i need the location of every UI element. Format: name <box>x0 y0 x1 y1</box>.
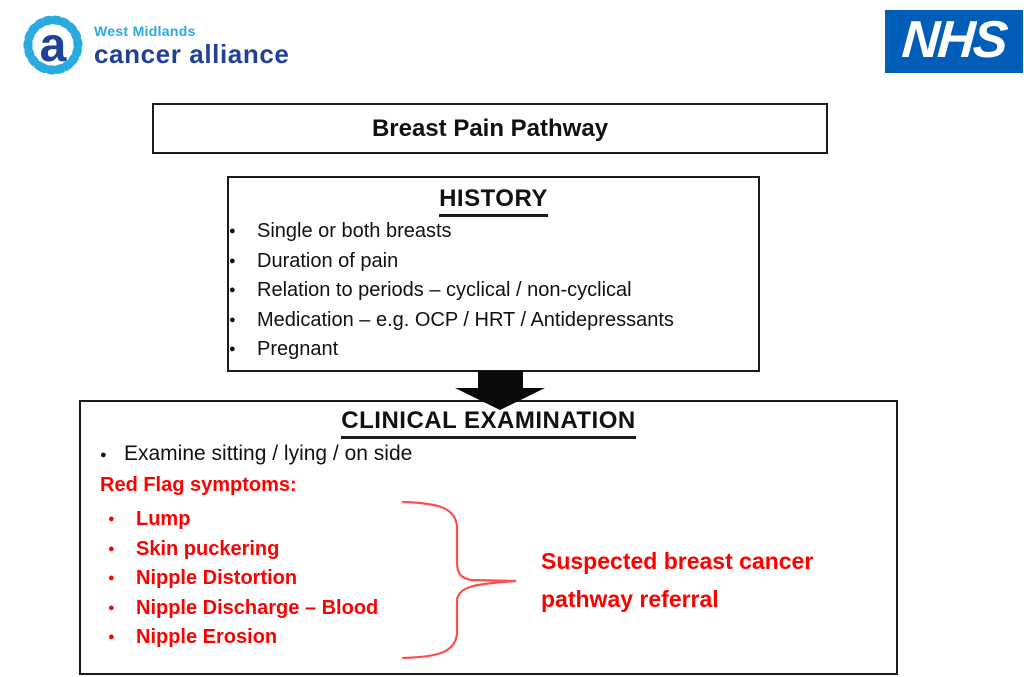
down-arrow-icon <box>455 371 545 410</box>
red-flag-item: Nipple Discharge – Blood <box>108 594 378 624</box>
examine-bullet-item: Examine sitting / lying / on side <box>100 442 412 467</box>
red-flag-list: Lump Skin puckering Nipple Distortion Ni… <box>108 505 378 653</box>
history-bullet-item: Duration of pain <box>229 247 758 277</box>
history-heading-row: HISTORY <box>229 185 758 217</box>
svg-text:a: a <box>40 19 67 72</box>
red-flag-symptoms-label: Red Flag symptoms: <box>100 474 297 496</box>
referral-note-line1: Suspected breast cancer <box>541 548 814 574</box>
clinical-heading-row: CLINICAL EXAMINATION <box>81 407 896 439</box>
logo-wordmark: West Midlands cancer alliance <box>94 24 289 67</box>
referral-note: Suspected breast cancer pathway referral <box>541 542 813 618</box>
red-flag-item: Nipple Distortion <box>108 564 378 594</box>
logo-cancer-alliance-text: cancer alliance <box>94 38 290 69</box>
history-box: HISTORY Single or both breasts Duration … <box>227 176 760 372</box>
history-bullet-item: Single or both breasts <box>229 217 758 247</box>
history-bullet-item: Relation to periods – cyclical / non-cyc… <box>229 276 758 306</box>
nhs-logo: NHS <box>885 10 1023 73</box>
cancer-alliance-a-icon: a <box>23 15 83 75</box>
red-brace-icon <box>401 500 517 660</box>
red-flag-item: Lump <box>108 505 378 535</box>
nhs-logo-text: NHS <box>900 10 1009 69</box>
red-flag-item: Skin puckering <box>108 535 378 565</box>
clinical-examination-box: CLINICAL EXAMINATION Examine sitting / l… <box>79 400 898 675</box>
page-title: Breast Pain Pathway <box>371 114 609 142</box>
title-box: Breast Pain Pathway <box>152 103 828 154</box>
clinical-examination-heading: CLINICAL EXAMINATION <box>341 407 636 439</box>
history-bullet-item: Medication – e.g. OCP / HRT / Antidepres… <box>229 306 758 336</box>
red-flag-item: Nipple Erosion <box>108 623 378 653</box>
history-heading: HISTORY <box>439 185 548 217</box>
referral-note-line2: pathway referral <box>541 586 719 612</box>
history-bullet-item: Pregnant <box>229 335 758 365</box>
history-bullet-list: Single or both breasts Duration of pain … <box>229 217 758 365</box>
logo-west-midlands-text: West Midlands <box>94 22 196 39</box>
west-midlands-cancer-alliance-logo: a West Midlands cancer alliance <box>20 13 289 77</box>
